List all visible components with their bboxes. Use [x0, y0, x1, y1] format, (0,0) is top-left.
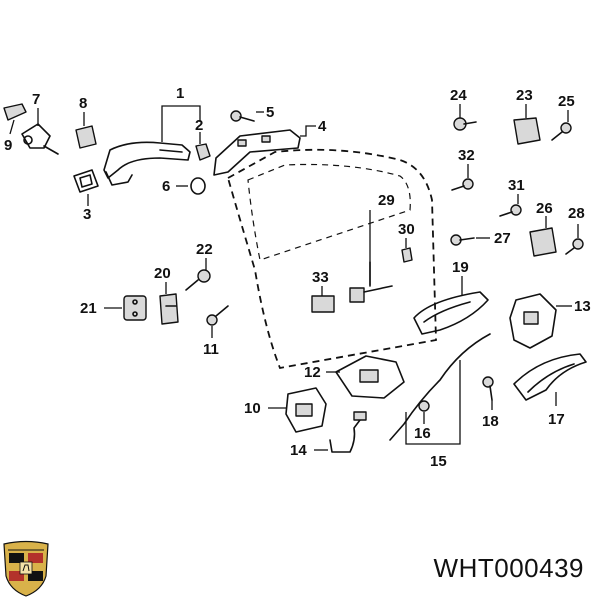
callout-12: 12	[304, 364, 321, 381]
callout-25: 25	[558, 93, 575, 110]
callout-21: 21	[80, 300, 97, 317]
callout-10: 10	[244, 400, 261, 417]
porsche-crest-logo	[3, 540, 49, 597]
door-frame-outline	[226, 148, 437, 370]
part-12-actuator	[335, 355, 405, 399]
part-number: WHT000439	[433, 553, 584, 583]
callout-4: 4	[318, 118, 327, 135]
callout-33: 33	[312, 269, 329, 286]
callout-20: 20	[154, 265, 171, 282]
callout-16: 16	[414, 425, 431, 442]
callout-1-leader	[161, 105, 201, 142]
callout-7: 7	[32, 91, 40, 108]
callout-15-leader	[405, 360, 461, 445]
exterior-handle-part	[103, 141, 191, 186]
part-25-bolt	[551, 122, 572, 141]
part-9-key-housing	[3, 103, 27, 121]
callout-3: 3	[83, 206, 91, 223]
callout-28: 28	[568, 205, 585, 222]
part-20-bracket	[159, 293, 179, 325]
callout-22: 22	[196, 241, 213, 258]
part-6-grommet	[190, 177, 206, 195]
callout-5: 5	[266, 104, 274, 121]
part-17-interior-handle	[513, 353, 587, 401]
callout-2: 2	[195, 117, 203, 134]
part-33-clip	[311, 295, 335, 313]
part-23-bracket	[513, 117, 541, 145]
handle-carrier-part	[213, 129, 301, 176]
callout-19: 19	[452, 259, 469, 276]
part-30-clip	[401, 247, 413, 263]
part-18-bolt	[482, 376, 494, 401]
part-29-rod	[349, 261, 393, 303]
interior-handle-part	[413, 291, 489, 335]
part-15-cable	[389, 333, 491, 441]
callout-4-leader	[300, 125, 316, 137]
lock-cylinder-part	[21, 123, 59, 155]
callout-27: 27	[494, 230, 511, 247]
callout-8: 8	[79, 95, 87, 112]
callout-1: 1	[176, 85, 184, 102]
callout-9: 9	[4, 137, 12, 154]
callout-14: 14	[290, 442, 307, 459]
part-26-bracket	[529, 227, 557, 257]
part-14-cable	[329, 411, 367, 453]
part-32-bolt	[451, 178, 474, 191]
part-3-escutcheon	[73, 169, 99, 193]
callout-32: 32	[458, 147, 475, 164]
callout-17: 17	[548, 411, 565, 428]
part-2-insert	[195, 143, 211, 161]
callout-13: 13	[574, 298, 591, 315]
part-27-bolt	[450, 234, 475, 246]
part-22-bolt	[185, 269, 211, 291]
callout-31: 31	[508, 177, 525, 194]
door-latch-part	[509, 293, 557, 349]
part-11-bolt	[206, 305, 229, 326]
callout-15: 15	[430, 453, 447, 470]
callout-30: 30	[398, 221, 415, 238]
callout-29: 29	[378, 192, 395, 209]
callout-24: 24	[450, 87, 467, 104]
callout-11: 11	[203, 341, 219, 358]
part-5-screw	[230, 110, 255, 122]
part-8-cap	[75, 125, 97, 149]
part-10-latch-assembly	[285, 387, 327, 433]
callout-6: 6	[162, 178, 170, 195]
callout-9-leader	[9, 119, 15, 135]
part-24-nut	[453, 117, 477, 131]
part-31-bolt	[499, 204, 522, 217]
part-28-bolt	[565, 238, 584, 255]
callout-26: 26	[536, 200, 553, 217]
part-21-plate	[123, 295, 147, 321]
callout-18: 18	[482, 413, 499, 430]
callout-23: 23	[516, 87, 533, 104]
